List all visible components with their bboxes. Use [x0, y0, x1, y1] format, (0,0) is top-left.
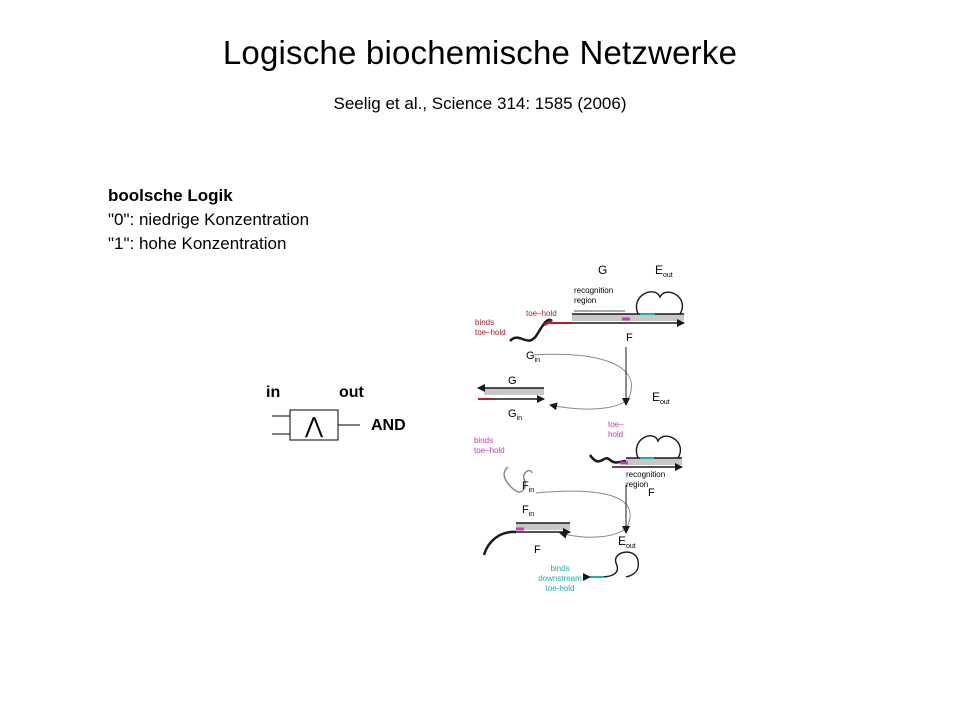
label-Eout-top: Eout	[655, 263, 673, 279]
Gin-toe-hold-end	[543, 319, 553, 327]
label-Gin-waste: Gin	[508, 408, 522, 422]
label-Gin-1: Gin	[526, 350, 540, 364]
citation: Seelig et al., Science 314: 1585 (2006)	[333, 94, 627, 113]
gate-box	[289, 409, 339, 441]
gate-in-label: in	[266, 384, 281, 401]
gate-out-label: out	[339, 384, 364, 401]
duplex-bar-2	[626, 458, 682, 465]
label-Eout-final: Eout	[618, 534, 636, 550]
logic-zero-definition: "0": niedrige Konzentration	[108, 210, 310, 229]
label-Fin-waste: Fin	[522, 504, 534, 518]
boolean-logic-legend: boolsche Logik "0": niedrige Konzentrati…	[108, 184, 309, 256]
strand-Gin-incoming	[509, 318, 553, 342]
logic-one-definition: "1": hohe Konzentration	[108, 234, 287, 253]
gate-name: AND	[371, 417, 406, 434]
Eout-released	[599, 551, 640, 578]
Eout-hairpin-2	[635, 435, 681, 459]
label-G-top: G	[598, 263, 607, 277]
label-G-waste: G	[508, 375, 517, 387]
toe-hold-label-2: toe–hold	[608, 420, 624, 439]
toe-hold-label-1: toe–hold	[526, 309, 557, 318]
reaction-arrow-1	[531, 353, 632, 411]
label-F-waste: F	[534, 544, 541, 556]
label-Eout-mid: Eout	[652, 390, 670, 406]
strand-Fin-incoming	[503, 466, 533, 493]
waste-bar-2	[516, 523, 570, 530]
F-waste-tail	[482, 530, 517, 556]
label-F-2: F	[648, 487, 655, 499]
label-Fin-1: Fin	[522, 480, 534, 494]
slide-title: Logische biochemische Netzwerke	[222, 34, 738, 71]
logic-heading: boolsche Logik	[108, 186, 233, 205]
reaction-arrow-2	[535, 490, 631, 539]
label-F-1: F	[626, 332, 633, 344]
and-gate-symbol: ⋀ AND	[272, 409, 406, 441]
Eout-hairpin-1	[635, 291, 683, 315]
Eout-strand-free-end	[588, 454, 627, 464]
waste-bar-1	[484, 388, 544, 395]
gate-and-symbol: ⋀	[304, 413, 324, 438]
